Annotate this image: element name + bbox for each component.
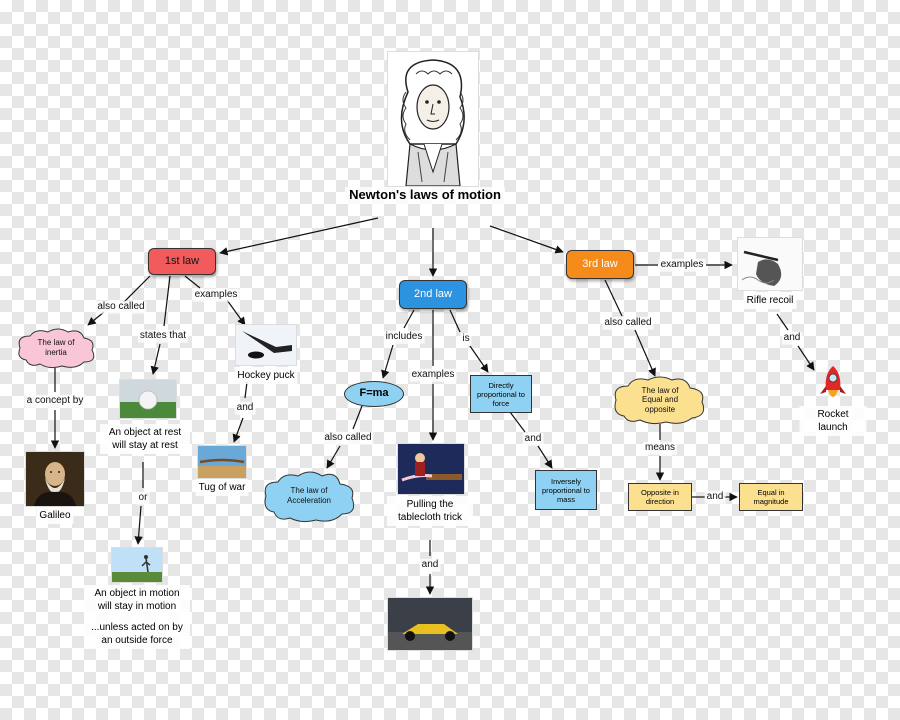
link-examples: examples <box>658 258 706 272</box>
law2-box[interactable]: 2nd law <box>399 280 467 309</box>
tug-of-war-caption: Tug of war <box>195 479 249 496</box>
fma-oval[interactable]: F=ma <box>344 381 404 407</box>
hockey-puck-image <box>236 325 296 365</box>
equal-magnitude-box[interactable]: Equal in magnitude <box>739 483 803 511</box>
edge-alsocalled-acceleration <box>326 445 341 469</box>
link-also-called: also called <box>95 300 147 314</box>
edge-title-law3 <box>489 225 564 254</box>
edge-fma-alsocalled <box>352 405 363 430</box>
law-of-inertia-cloud[interactable]: The law of inertia <box>14 326 98 370</box>
link-or: or <box>136 491 150 505</box>
law-of-acceleration-cloud[interactable]: The law of Acceleration <box>260 468 358 524</box>
motion-text: An object in motion will stay in motion <box>94 588 180 612</box>
edge-law2-includes <box>403 309 415 329</box>
unless-text: ...unless acted on by an outside force <box>91 622 183 646</box>
law-of-inertia-label: The law of inertia <box>37 338 75 357</box>
link-examples: examples <box>192 288 240 302</box>
edge-alsocalled-equal <box>634 329 656 377</box>
edge-states-rest <box>150 343 161 375</box>
link-and: and <box>522 432 544 446</box>
edge-is-directly <box>469 345 489 373</box>
edge-law1-alsocalled <box>123 275 151 303</box>
link-and: and <box>419 558 441 572</box>
edge-and-tug <box>232 417 244 443</box>
motion-image <box>112 548 162 582</box>
directly-proportional-box[interactable]: Directly proportional to force <box>470 375 532 413</box>
newton-portrait <box>388 52 478 187</box>
law-equal-opposite-label: The law of Equal and opposite <box>641 385 679 414</box>
rest-caption: An object at rest will stay at rest <box>100 424 190 454</box>
edge-directly-and <box>509 411 526 433</box>
link-examples: examples <box>409 368 457 382</box>
link-also-called: also called <box>602 316 654 330</box>
link-means: means <box>642 441 678 455</box>
edge-or-motion <box>134 505 143 545</box>
hockey-caption: Hockey puck <box>234 367 298 384</box>
law-of-acceleration-label: The law of Acceleration <box>286 486 332 505</box>
law1-box[interactable]: 1st law <box>148 248 216 275</box>
edge-and-rocket <box>797 345 815 371</box>
opposite-direction-box[interactable]: Opposite in direction <box>628 483 692 511</box>
galileo-caption: Galileo <box>36 507 74 524</box>
edge-title-law1 <box>219 217 379 256</box>
edge-and-inversely <box>537 445 553 469</box>
edge-law1-states <box>163 275 171 327</box>
link-a-concept-by: a concept by <box>24 394 86 408</box>
link-and: and <box>234 401 256 415</box>
link-includes: includes <box>383 330 425 344</box>
tug-of-war-image <box>198 446 246 478</box>
golf-ball-image <box>120 380 176 418</box>
edge-law3-alsocalled <box>604 279 623 317</box>
edge-law2-is <box>449 309 461 333</box>
link-and: and <box>704 490 726 504</box>
tablecloth-caption: Pulling the tablecloth trick <box>387 496 473 526</box>
edge-rifle-and <box>776 313 789 331</box>
rocket-image <box>812 364 854 406</box>
map-title: Newton's laws of motion <box>345 187 505 204</box>
inversely-proportional-box[interactable]: Inversely proportional to mass <box>535 470 597 510</box>
edge-law1-examples <box>184 275 201 289</box>
link-also-called: also called <box>322 431 374 445</box>
edge-alsocalled-inertia <box>87 311 105 326</box>
edge-hockey-and <box>244 381 248 399</box>
rifle-recoil-caption: Rifle recoil <box>743 292 797 309</box>
galileo-portrait <box>26 452 84 506</box>
law-equal-opposite-cloud[interactable]: The law of Equal and opposite <box>610 374 710 426</box>
tablecloth-image <box>398 444 464 494</box>
rifle-recoil-image <box>738 238 802 290</box>
link-states-that: states that <box>137 329 189 343</box>
motion-caption: An object in motion will stay in motion … <box>84 585 190 649</box>
edge-examples-hockey <box>226 299 246 326</box>
race-car-image <box>388 598 472 650</box>
edge-includes-fma <box>381 344 394 379</box>
rocket-launch-caption: Rocket launch <box>799 406 867 436</box>
law3-box[interactable]: 3rd law <box>566 250 634 279</box>
link-is: is <box>460 332 472 346</box>
link-and: and <box>781 331 803 345</box>
